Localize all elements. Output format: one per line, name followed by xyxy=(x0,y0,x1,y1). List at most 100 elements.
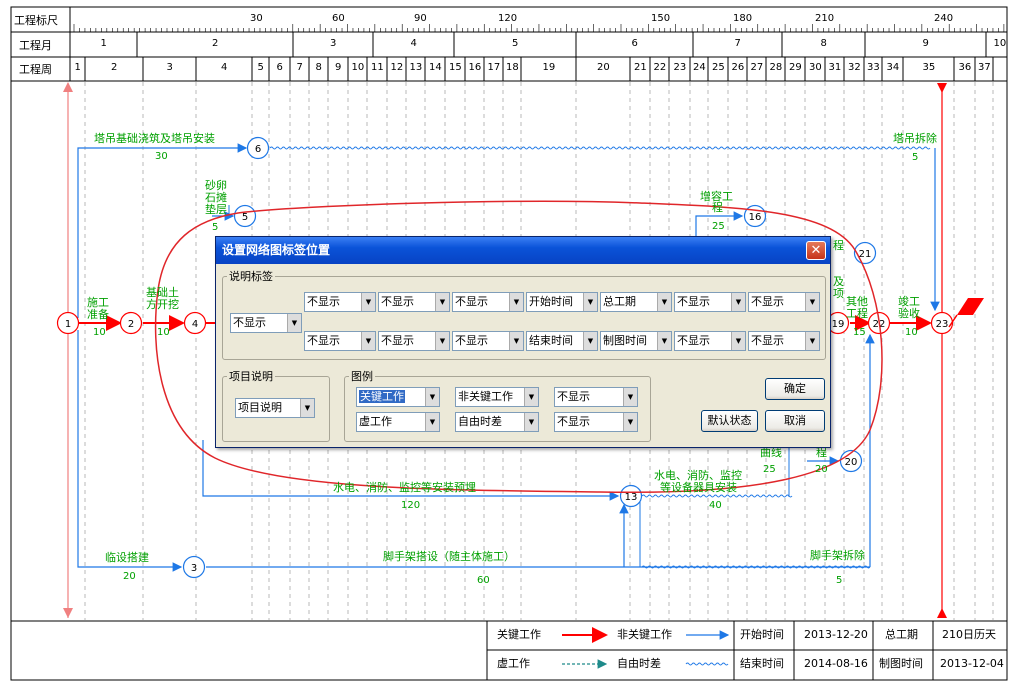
week-label: 15 xyxy=(449,62,462,73)
node-1[interactable]: 1 xyxy=(56,311,80,335)
week-label: 4 xyxy=(221,62,228,73)
ok-button[interactable]: 确定 xyxy=(765,378,825,400)
week-label: 1 xyxy=(74,62,81,73)
ruler-tick-label: 120 xyxy=(498,13,518,24)
node-3[interactable]: 3 xyxy=(182,555,206,579)
week-label: 31 xyxy=(828,62,842,73)
desc-top-select-3[interactable]: 不显示▼ xyxy=(452,292,524,312)
desc-main-select[interactable]: 不显示▼ xyxy=(230,313,302,333)
week-label: 5 xyxy=(257,62,264,73)
week-label: 26 xyxy=(731,62,745,73)
project-desc-select[interactable]: 项目说明▼ xyxy=(235,398,315,418)
desc-top-select-5[interactable]: 总工期▼ xyxy=(600,292,672,312)
node-4[interactable]: 4 xyxy=(183,311,207,335)
legend-top-select-3[interactable]: 不显示▼ xyxy=(554,387,638,407)
week-label: 13 xyxy=(409,62,423,73)
node-number: 1 xyxy=(65,319,71,330)
finish-flag-icon xyxy=(957,298,984,315)
header-week-label: 工程周 xyxy=(19,63,52,76)
week-label: 24 xyxy=(693,62,706,73)
desc-bottom-select-5[interactable]: 制图时间▼ xyxy=(600,331,672,351)
desc-bottom-select-2[interactable]: 不显示▼ xyxy=(378,331,450,351)
node-number: 6 xyxy=(255,144,261,155)
node-number: 2 xyxy=(128,319,134,330)
node-2[interactable]: 2 xyxy=(119,311,143,335)
desc-top-select-2[interactable]: 不显示▼ xyxy=(378,292,450,312)
week-label: 3 xyxy=(166,62,173,73)
desc-label-group: 说明标签 xyxy=(222,268,826,360)
task-label: 其他 xyxy=(846,295,868,308)
node-6[interactable]: 6 xyxy=(246,136,270,160)
task-duration: 25 xyxy=(763,464,776,475)
desc-top-select-1[interactable]: 不显示▼ xyxy=(304,292,376,312)
node-23[interactable]: 23 xyxy=(930,311,954,335)
node-5[interactable]: 5 xyxy=(233,204,257,228)
project-desc-group: 项目说明 xyxy=(222,368,330,442)
week-label: 10 xyxy=(351,62,365,73)
chevron-down-icon: ▼ xyxy=(509,332,523,350)
week-label: 2 xyxy=(111,62,118,73)
legend-top-select-1[interactable]: 关键工作▼ xyxy=(356,387,440,407)
chevron-down-icon: ▼ xyxy=(805,293,819,311)
legend-bottom-select-2[interactable]: 自由时差▼ xyxy=(455,412,539,432)
task-label: 塔吊拆除 xyxy=(893,132,937,145)
task-duration: 15 xyxy=(853,327,866,338)
month-label: 4 xyxy=(410,38,417,49)
week-label: 16 xyxy=(468,62,482,73)
task-label: 曲线 xyxy=(760,446,782,459)
desc-top-select-6[interactable]: 不显示▼ xyxy=(674,292,746,312)
ruler-tick-label: 30 xyxy=(250,13,263,24)
week-label: 30 xyxy=(809,62,822,73)
node-21[interactable]: 21 xyxy=(853,241,877,265)
task-duration: 5 xyxy=(212,222,219,233)
legend-top-select-2[interactable]: 非关键工作▼ xyxy=(455,387,539,407)
desc-bottom-select-4[interactable]: 结束时间▼ xyxy=(526,331,598,351)
week-label: 25 xyxy=(712,62,725,73)
task-label: 增容工 xyxy=(700,190,733,203)
week-label: 6 xyxy=(276,62,283,73)
chevron-down-icon: ▼ xyxy=(287,314,301,332)
chevron-down-icon: ▼ xyxy=(435,293,449,311)
chevron-down-icon: ▼ xyxy=(731,293,745,311)
task-label: 砂卵 xyxy=(205,179,227,192)
cancel-button[interactable]: 取消 xyxy=(765,410,825,432)
close-icon[interactable]: ✕ xyxy=(806,241,826,260)
chevron-down-icon: ▼ xyxy=(623,413,637,431)
month-label: 7 xyxy=(734,38,741,49)
legend-bottom-select-3[interactable]: 不显示▼ xyxy=(554,412,638,432)
ruler-tick-label: 60 xyxy=(332,13,345,24)
task-label: 竣工 xyxy=(898,295,920,308)
desc-top-select-4[interactable]: 开始时间▼ xyxy=(526,292,598,312)
node-number: 23 xyxy=(936,319,949,330)
node-13[interactable]: 13 xyxy=(619,484,643,508)
task-label: 垫层 xyxy=(205,203,227,216)
task-duration: 5 xyxy=(836,575,843,586)
desc-bottom-select-1[interactable]: 不显示▼ xyxy=(304,331,376,351)
week-label: 32 xyxy=(848,62,861,73)
chevron-down-icon: ▼ xyxy=(657,332,671,350)
desc-bottom-select-6[interactable]: 不显示▼ xyxy=(674,331,746,351)
week-label: 8 xyxy=(315,62,322,73)
node-number: 4 xyxy=(192,319,198,330)
default-state-button[interactable]: 默认状态 xyxy=(701,410,758,432)
header-ruler-label: 工程标尺 xyxy=(14,14,58,27)
chevron-down-icon: ▼ xyxy=(425,388,439,406)
month-label: 10 xyxy=(993,38,1007,49)
legend-bottom-select-1[interactable]: 虚工作▼ xyxy=(356,412,440,432)
week-label: 18 xyxy=(506,62,519,73)
legend-dummy-label: 虚工作 xyxy=(497,657,530,670)
chevron-down-icon: ▼ xyxy=(361,332,375,350)
week-label: 36 xyxy=(958,62,972,73)
legend-start-value: 2013-12-20 xyxy=(804,628,868,641)
desc-bottom-select-3[interactable]: 不显示▼ xyxy=(452,331,524,351)
arrow-4-13 xyxy=(202,440,620,501)
desc-bottom-select-7[interactable]: 不显示▼ xyxy=(748,331,820,351)
desc-top-select-7[interactable]: 不显示▼ xyxy=(748,292,820,312)
chevron-down-icon: ▼ xyxy=(583,332,597,350)
task-label: 方开挖 xyxy=(146,298,179,311)
task-duration: 60 xyxy=(477,575,490,586)
project-desc-group-title: 项目说明 xyxy=(229,370,273,383)
task-label: 水电、消防、监控 xyxy=(654,469,742,482)
node-number: 3 xyxy=(191,563,197,574)
